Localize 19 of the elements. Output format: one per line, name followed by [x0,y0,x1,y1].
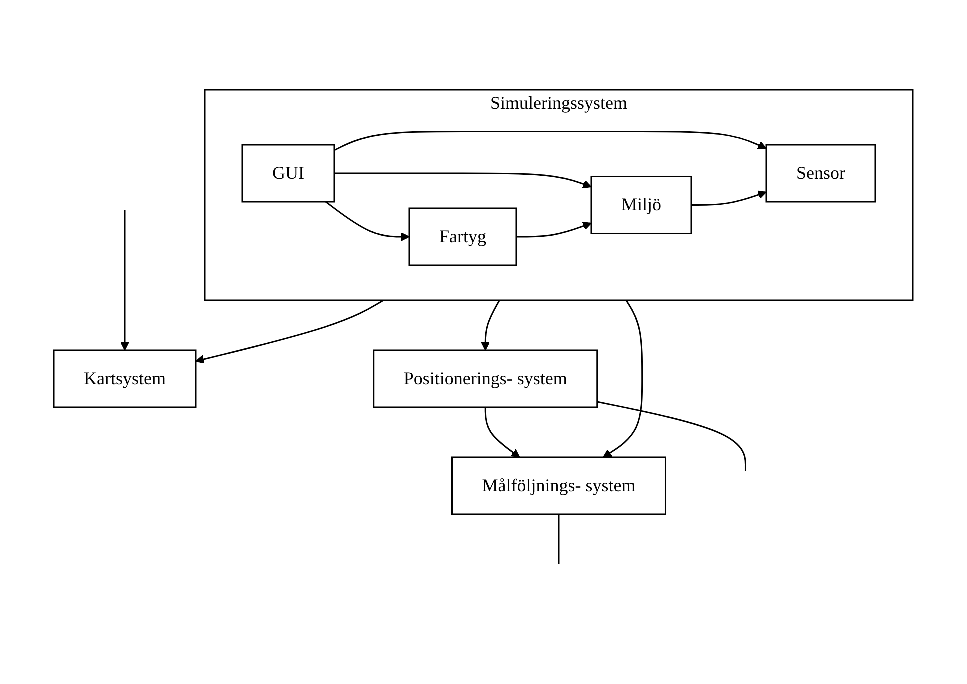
node-box: Fartyg [408,208,518,266]
arrow [481,300,500,351]
node-box: Målföljnings- system [452,456,666,515]
arrow [326,201,410,242]
arrow [196,300,384,364]
arrow [603,300,644,458]
arrow [334,172,592,188]
arrow [692,190,767,206]
node-box: Sensor [766,144,876,202]
node-box: Positionerings- system [373,350,598,408]
arrow [484,407,520,458]
node-box: Kartsystem [53,350,197,408]
node-box: Miljö [590,176,692,234]
arrow [120,210,130,351]
arrow [334,130,767,151]
node-box: GUI [242,144,336,202]
connector [558,514,560,564]
arrow [516,222,592,238]
connector [597,401,746,471]
